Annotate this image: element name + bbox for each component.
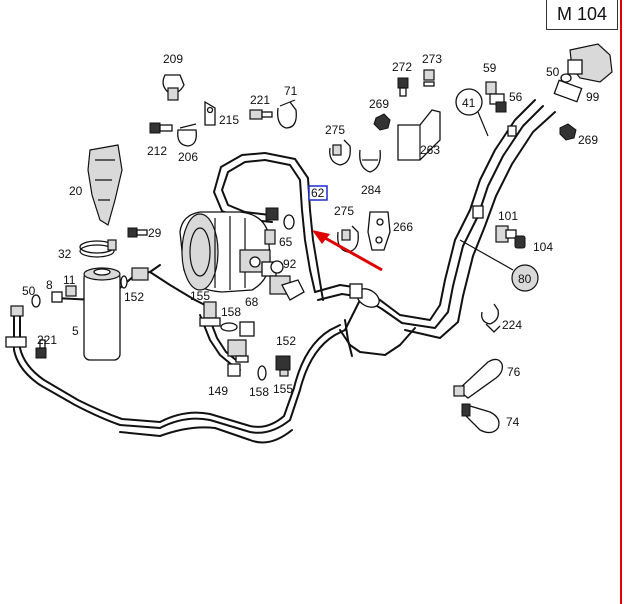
part-76-strap xyxy=(453,358,504,399)
part-8-fitting xyxy=(51,291,63,303)
part-56-cap xyxy=(495,101,507,113)
label-155-upper: 155 xyxy=(190,289,210,303)
red-arrow xyxy=(312,230,383,272)
label-76: 76 xyxy=(507,365,521,379)
part-206-clamp xyxy=(177,123,197,147)
label-224: 224 xyxy=(502,318,522,332)
part-74-strap xyxy=(461,403,500,434)
highlight-box-62 xyxy=(308,185,328,201)
part-155-switch-lower xyxy=(275,355,291,377)
label-50-top: 50 xyxy=(546,65,560,79)
label-263: 263 xyxy=(420,143,440,157)
part-215-bracket xyxy=(204,100,216,126)
part-59-valve xyxy=(485,81,505,105)
part-275-clamp-upper xyxy=(329,139,351,166)
part-284-clamp xyxy=(359,149,381,173)
part-65-oring xyxy=(265,207,295,230)
part-71-clamp xyxy=(277,99,297,129)
part-212-bolt xyxy=(149,122,173,134)
label-272: 272 xyxy=(392,60,412,74)
label-41-circle xyxy=(455,88,489,137)
label-266: 266 xyxy=(393,220,413,234)
pipe-fitting-center-right xyxy=(472,205,484,219)
label-104: 104 xyxy=(533,240,553,254)
pipe-clamp-right xyxy=(507,125,517,137)
label-275-lower: 275 xyxy=(334,204,354,218)
part-labels: 209 215 221 71 212 206 20 29 32 275 284 … xyxy=(22,52,600,429)
label-68: 68 xyxy=(245,295,259,309)
part-149-pipe-end xyxy=(227,363,241,377)
part-221-bolt xyxy=(249,109,273,120)
part-272-bolt xyxy=(397,77,409,97)
label-158-upper: 158 xyxy=(221,305,241,319)
label-8: 8 xyxy=(46,278,53,292)
label-5: 5 xyxy=(72,324,79,338)
pipe-end-left xyxy=(5,305,27,348)
label-158-lower: 158 xyxy=(249,385,269,399)
label-29: 29 xyxy=(148,226,162,240)
label-284: 284 xyxy=(361,183,381,197)
label-221-lower: 221 xyxy=(37,333,57,347)
part-152-fitting-mid xyxy=(227,321,255,363)
part-32-band-clamp xyxy=(79,239,117,258)
part-29-bolt xyxy=(127,227,148,238)
part-263-bracket xyxy=(397,109,441,161)
part-92-oring xyxy=(270,260,284,274)
label-56: 56 xyxy=(509,90,523,104)
label-152-left: 152 xyxy=(124,290,144,304)
label-209: 209 xyxy=(163,52,183,66)
label-71: 71 xyxy=(284,84,298,98)
part-68-fitting xyxy=(281,279,305,301)
part-273-washer xyxy=(423,69,435,87)
part-11-fitting xyxy=(65,285,77,297)
label-99: 99 xyxy=(586,90,600,104)
part-158-oring-upper xyxy=(220,322,238,332)
label-269-right: 269 xyxy=(578,133,598,147)
part-209-clip xyxy=(162,74,185,101)
part-50-oring-left xyxy=(31,294,41,308)
part-224-clip xyxy=(481,303,501,333)
label-101: 101 xyxy=(498,209,518,223)
part-compressor xyxy=(179,211,291,295)
part-221-bolt-lower xyxy=(35,339,47,359)
part-269-nut-center xyxy=(373,113,391,131)
label-221-top: 221 xyxy=(250,93,270,107)
label-59: 59 xyxy=(483,61,497,75)
label-152-mid: 152 xyxy=(276,334,296,348)
label-80: 80 xyxy=(518,272,532,286)
part-104-cap xyxy=(514,235,526,249)
label-155-lower: 155 xyxy=(273,382,293,396)
label-80-circle xyxy=(459,239,539,292)
label-50-left: 50 xyxy=(22,284,36,298)
label-20: 20 xyxy=(69,184,83,198)
label-41: 41 xyxy=(462,96,476,110)
label-92: 92 xyxy=(283,257,297,271)
label-215: 215 xyxy=(219,113,239,127)
part-269-nut-right xyxy=(559,123,577,141)
label-212: 212 xyxy=(147,144,167,158)
label-275-top: 275 xyxy=(325,123,345,137)
part-158-oring-lower xyxy=(257,365,267,381)
label-65: 65 xyxy=(279,235,293,249)
part-155-switch-upper xyxy=(199,301,221,327)
part-top-right-fitting xyxy=(553,43,613,103)
part-5-receiver-drier xyxy=(83,267,121,361)
part-152-oring xyxy=(120,267,149,289)
diagram-code-box: M 104 xyxy=(546,0,618,30)
label-269-center: 269 xyxy=(369,97,389,111)
pipe-sleeve-center xyxy=(349,283,380,308)
part-101-valve xyxy=(495,225,517,243)
label-62-highlighted: 62 xyxy=(311,186,325,200)
label-74: 74 xyxy=(506,415,520,429)
label-273: 273 xyxy=(422,52,442,66)
label-149: 149 xyxy=(208,384,228,398)
part-266-bracket xyxy=(367,211,391,251)
label-32: 32 xyxy=(58,247,72,261)
label-11: 11 xyxy=(63,273,76,287)
label-206: 206 xyxy=(178,150,198,164)
part-20-shield xyxy=(87,144,123,226)
